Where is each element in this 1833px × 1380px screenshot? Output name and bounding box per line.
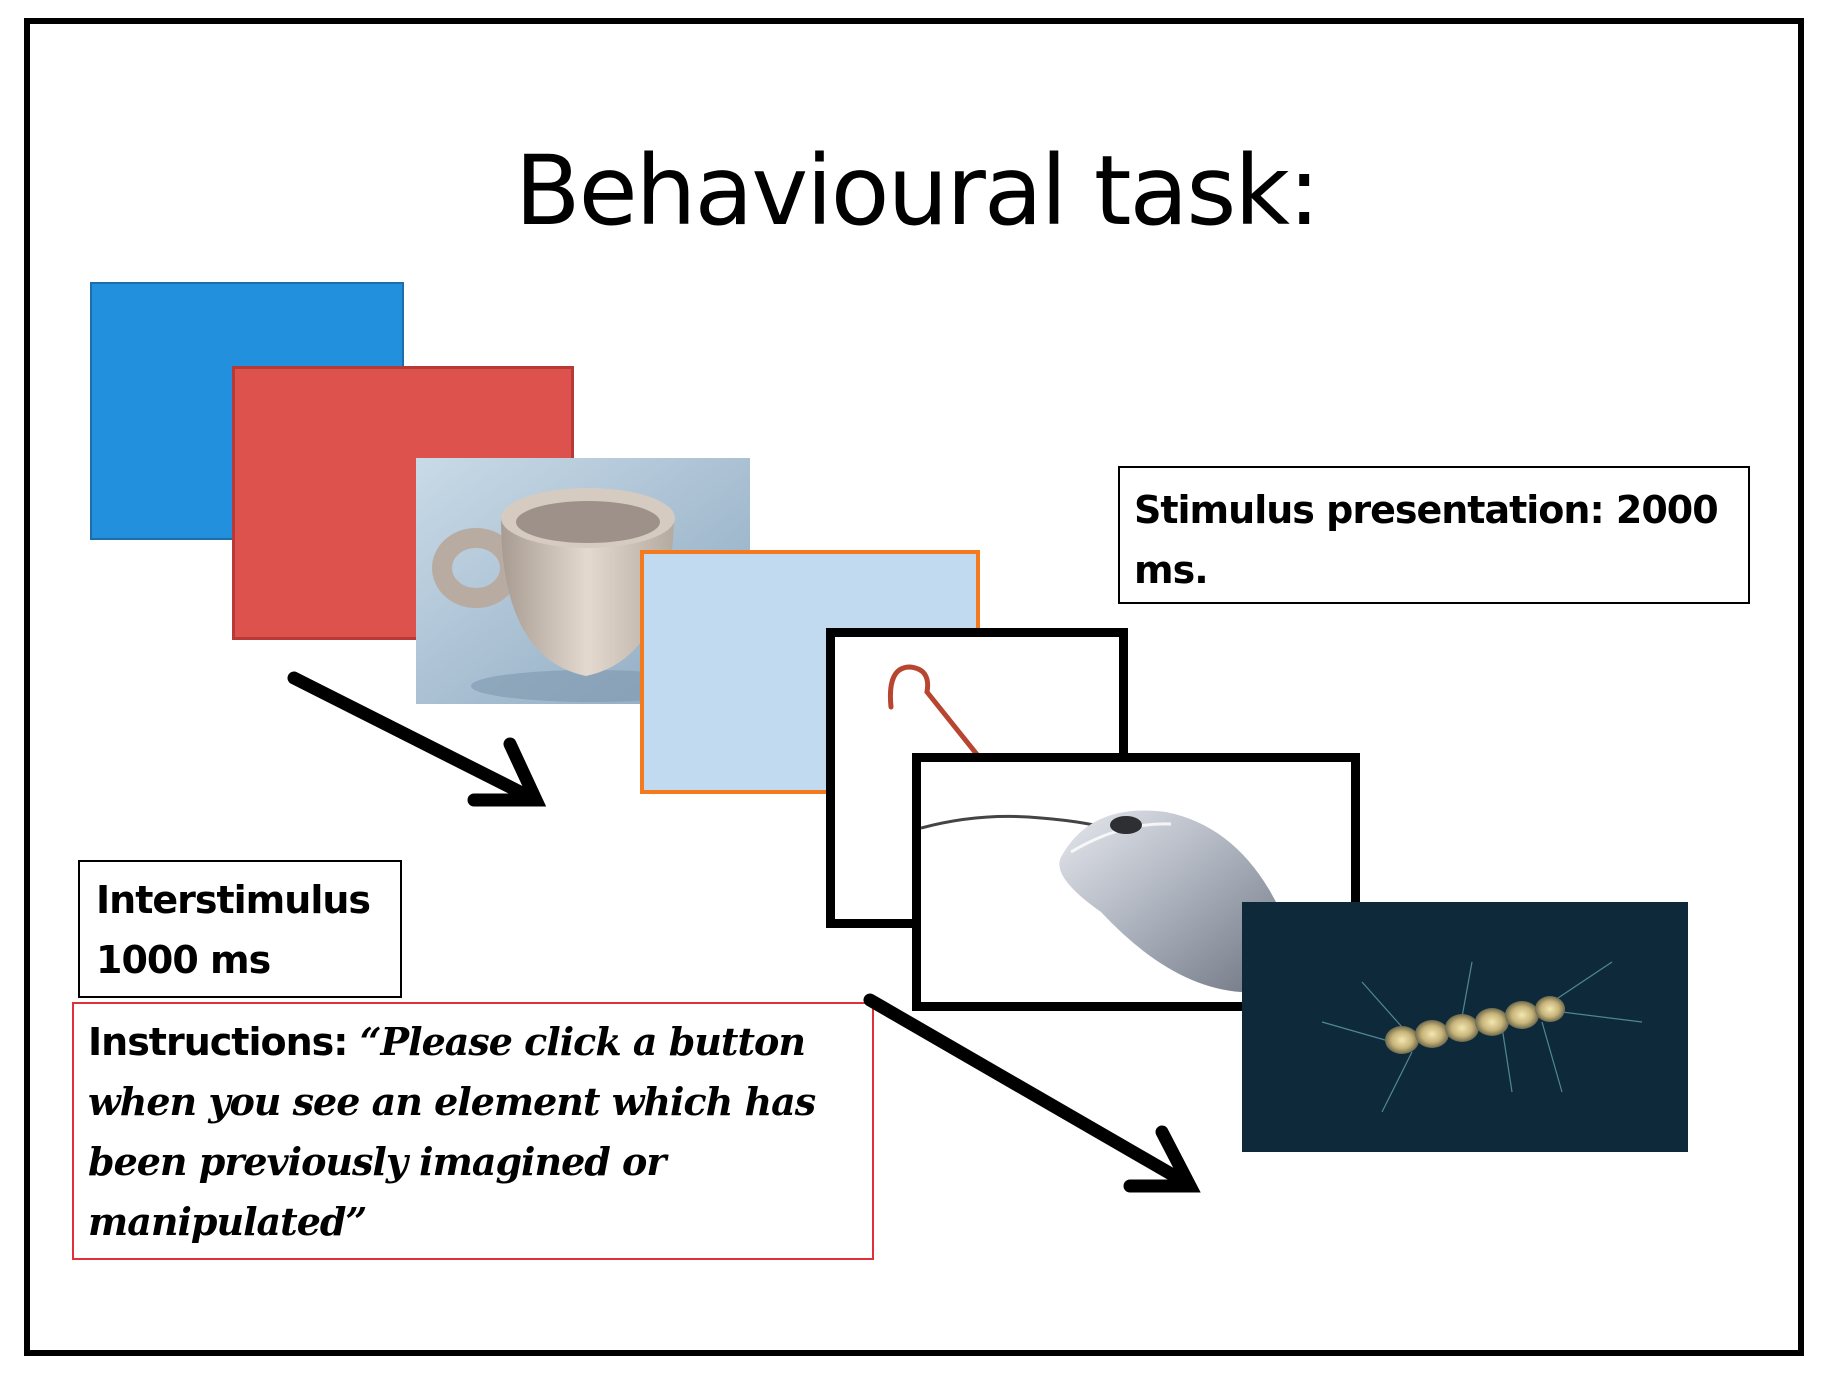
stimulus-presentation-label: Stimulus presentation: 2000 ms. xyxy=(1118,466,1750,604)
diatom-image xyxy=(1242,902,1688,1152)
instructions-label: Instructions: “Please click a button whe… xyxy=(72,1002,874,1260)
slide-title: Behavioural task: xyxy=(514,135,1321,247)
mouse-image xyxy=(921,810,1286,992)
cane-image xyxy=(887,664,998,780)
instructions-quote: “Please click a button when you see an e… xyxy=(88,1019,816,1244)
interstimulus-label: Interstimulus 1000 ms xyxy=(78,860,402,998)
interstimulus-line-2: 1000 ms xyxy=(96,938,271,982)
interstimulus-line-1: Interstimulus xyxy=(96,878,371,922)
instructions-prefix: Instructions: xyxy=(88,1020,348,1064)
stimulus-presentation-text: Stimulus presentation: 2000 ms. xyxy=(1134,488,1719,592)
